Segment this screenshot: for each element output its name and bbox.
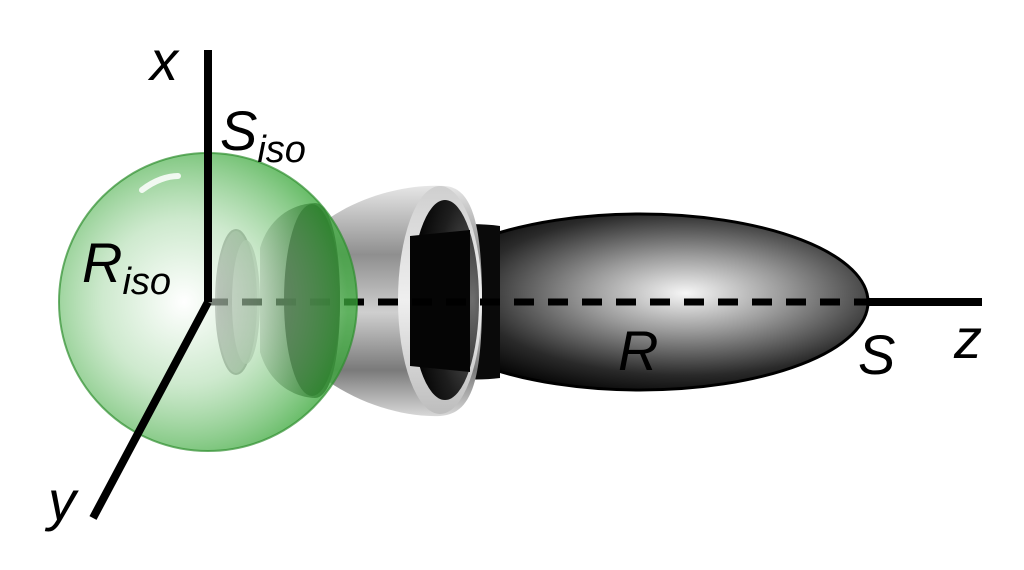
s-label: S: [858, 323, 895, 386]
s-iso-label: Siso: [220, 99, 306, 171]
r-iso-main: R: [82, 231, 122, 294]
r-label: R: [618, 319, 658, 382]
r-iso-sub: iso: [122, 261, 171, 303]
r-iso-label: Riso: [82, 231, 171, 303]
s-iso-main: S: [220, 99, 257, 162]
sphere-highlight: [139, 173, 181, 193]
x-axis-label: x: [147, 29, 180, 92]
s-iso-sub: iso: [257, 129, 306, 171]
y-axis-line: [89, 300, 212, 520]
z-axis-label: z: [953, 307, 982, 370]
y-axis-label: y: [44, 469, 79, 532]
ellipsoid-exit: [410, 230, 470, 372]
